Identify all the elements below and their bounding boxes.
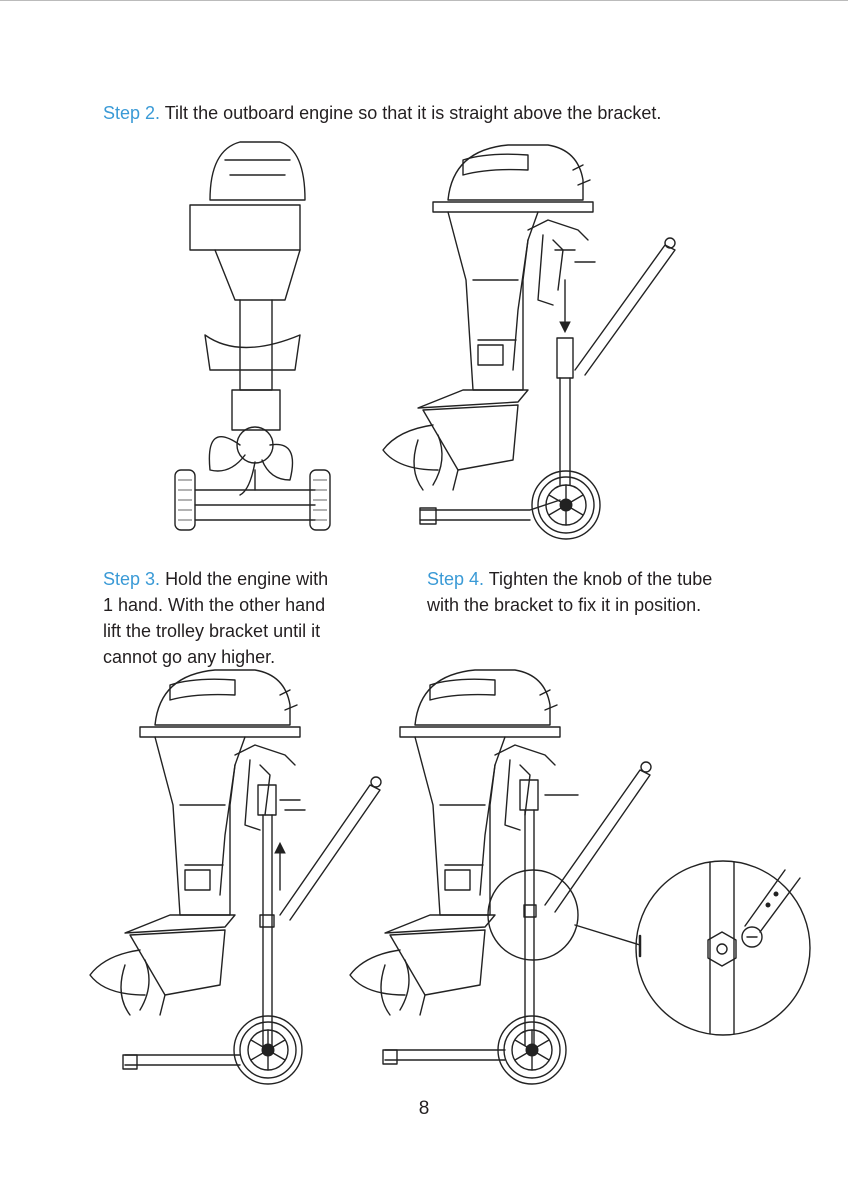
step-3-label: Step 3. xyxy=(103,569,161,589)
page-number: 8 xyxy=(418,1098,430,1119)
detail-callout-circle xyxy=(487,869,579,961)
step-3-line: Hold the engine with xyxy=(165,569,329,589)
step-4-tighten-knob-illustration xyxy=(349,669,811,1085)
step-4-line: Tighten the knob of the tube xyxy=(488,569,713,589)
magnified-knob-detail xyxy=(635,860,811,1036)
page-top-border xyxy=(0,0,848,1)
step-2-label: Step 2. xyxy=(103,103,161,123)
step-4-instruction: Step 4. Tighten the knob of the tube wit… xyxy=(427,566,712,618)
engine-side-view-tilted-illustration xyxy=(382,144,676,540)
step-3-lift-bracket-illustration xyxy=(89,669,382,1085)
step-3-line: cannot go any higher. xyxy=(103,647,276,667)
step-3-line: 1 hand. With the other hand xyxy=(103,595,326,615)
step-3-line: lift the trolley bracket until it xyxy=(103,621,321,641)
step-2-text: Tilt the outboard engine so that it is s… xyxy=(164,103,662,123)
step-3-instruction: Step 3. Hold the engine with 1 hand. Wit… xyxy=(103,566,328,670)
step-2-instruction: Step 2. Tilt the outboard engine so that… xyxy=(103,100,661,126)
engine-front-view-illustration xyxy=(174,141,331,531)
step-4-line: with the bracket to fix it in position. xyxy=(427,595,702,615)
step-4-label: Step 4. xyxy=(427,569,485,589)
